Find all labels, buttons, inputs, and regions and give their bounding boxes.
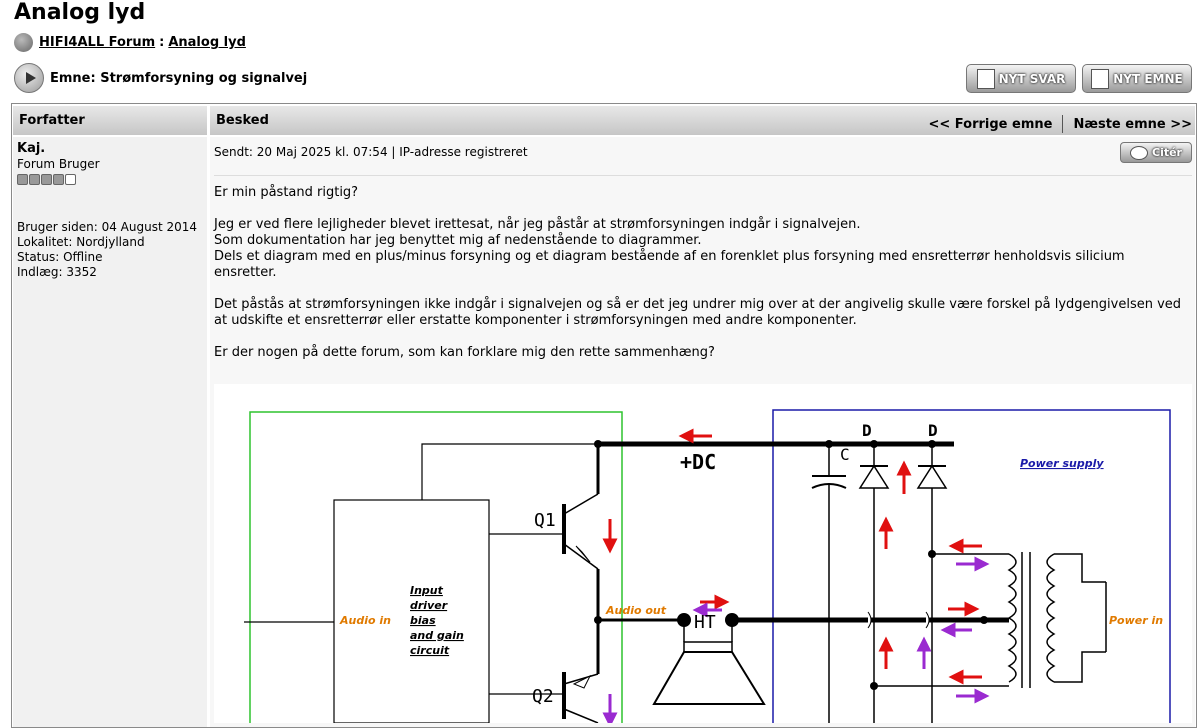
rank-star-icon xyxy=(53,174,64,185)
post-paragraph: Som dokumentation har jeg benyttet mig a… xyxy=(214,233,702,248)
author-header: Forfatter xyxy=(13,106,207,135)
post-paragraph: Dels et diagram med en plus/minus forsyn… xyxy=(214,249,1125,280)
post-paragraph: Det påstås at strømforsyningen ikke indg… xyxy=(214,297,1182,328)
author-role: Forum Bruger xyxy=(17,157,100,171)
location: Lokalitet: Nordjylland xyxy=(17,235,145,249)
diode-symbol xyxy=(916,464,948,489)
breadcrumb-forum-link[interactable]: HIFI4ALL Forum xyxy=(39,35,156,50)
driver-line: bias xyxy=(410,614,436,627)
quote-bubble-icon xyxy=(1130,145,1148,160)
new-reply-button[interactable]: NYT SVAR xyxy=(966,64,1076,93)
quote-label: Citér xyxy=(1152,146,1182,159)
post-body: Er min påstand rigtig? Jeg er ved flere … xyxy=(214,185,1184,377)
diode-label: D xyxy=(862,421,872,440)
driver-line: circuit xyxy=(410,644,450,657)
post-date: Sendt: 20 Maj 2025 kl. 07:54 | IP-adress… xyxy=(214,145,528,159)
ht-label: HT xyxy=(694,612,716,633)
quote-button[interactable]: Citér xyxy=(1120,142,1192,163)
page-title: Analog lyd xyxy=(14,0,146,25)
speaker-symbol xyxy=(652,651,766,705)
new-topic-button[interactable]: NYT EMNE xyxy=(1082,64,1192,93)
q2-label: Q2 xyxy=(532,686,554,707)
amplifier-frame xyxy=(249,411,623,723)
power-supply-label: Power supply xyxy=(1020,457,1104,470)
new-topic-icon xyxy=(1091,68,1110,89)
play-icon xyxy=(14,63,44,93)
audio-in-label: Audio in xyxy=(339,614,391,627)
author-name[interactable]: Kaj. xyxy=(17,141,46,156)
reply-icon xyxy=(976,68,995,89)
topic-heading: Emne: Strømforsyning og signalvej xyxy=(14,63,307,93)
member-since: Bruger siden: 04 August 2014 xyxy=(17,220,197,234)
circuit-diagram-svg: +DC C D D Power supply Q1 Q2 HT Audio in… xyxy=(244,409,1171,728)
capacitor-label: C xyxy=(840,445,850,464)
author-rank xyxy=(17,174,76,185)
circuit-diagram: +DC C D D Power supply Q1 Q2 HT Audio in… xyxy=(214,384,1192,728)
post-paragraph: Er der nogen på dette forum, som kan for… xyxy=(214,345,715,360)
diode-symbol xyxy=(858,464,890,489)
breadcrumb-section-link[interactable]: Analog lyd xyxy=(168,35,246,50)
author-meta: Bruger siden: 04 August 2014 Lokalitet: … xyxy=(17,220,197,280)
new-topic-label: NYT EMNE xyxy=(1113,71,1183,86)
message-header: Besked xyxy=(210,106,1195,135)
driver-line: and gain xyxy=(410,629,464,642)
power-supply-frame xyxy=(772,409,1171,723)
topic-title: Emne: Strømforsyning og signalvej xyxy=(50,70,308,86)
post-divider xyxy=(214,175,1192,176)
forum-bullet-icon xyxy=(14,33,33,52)
breadcrumb: HIFI4ALL Forum : Analog lyd xyxy=(14,33,246,52)
post-count: Indlæg: 3352 xyxy=(17,265,97,279)
author-header-label: Forfatter xyxy=(19,113,85,128)
post-paragraph: Jeg er ved flere lejligheder blevet iret… xyxy=(214,217,861,232)
nav-separator xyxy=(1062,115,1064,133)
driver-line: Input xyxy=(410,584,444,597)
rank-star-icon xyxy=(41,174,52,185)
transformer-primary xyxy=(1007,553,1017,683)
driver-box xyxy=(333,499,490,724)
diode-label: D xyxy=(928,421,938,440)
next-topic-link[interactable]: Næste emne >> xyxy=(1073,116,1192,132)
post-paragraph: Er min påstand rigtig? xyxy=(214,185,359,200)
rank-star-icon xyxy=(17,174,28,185)
rank-star-empty-icon xyxy=(65,174,76,185)
audio-out-label: Audio out xyxy=(605,604,667,617)
power-in-label: Power in xyxy=(1109,614,1163,627)
topic-navigation: << Forrige emne Næste emne >> xyxy=(928,115,1192,133)
breadcrumb-separator: : xyxy=(159,35,165,50)
rank-star-icon xyxy=(29,174,40,185)
message-header-label: Besked xyxy=(216,113,269,128)
previous-topic-link[interactable]: << Forrige emne xyxy=(928,116,1053,132)
status: Status: Offline xyxy=(17,250,103,264)
new-reply-label: NYT SVAR xyxy=(998,71,1066,86)
dc-label: +DC xyxy=(680,450,716,474)
driver-line: driver xyxy=(410,599,448,612)
author-column xyxy=(13,137,207,727)
q1-label: Q1 xyxy=(534,510,556,531)
driver-label: Input driver bias and gain circuit xyxy=(410,584,464,657)
